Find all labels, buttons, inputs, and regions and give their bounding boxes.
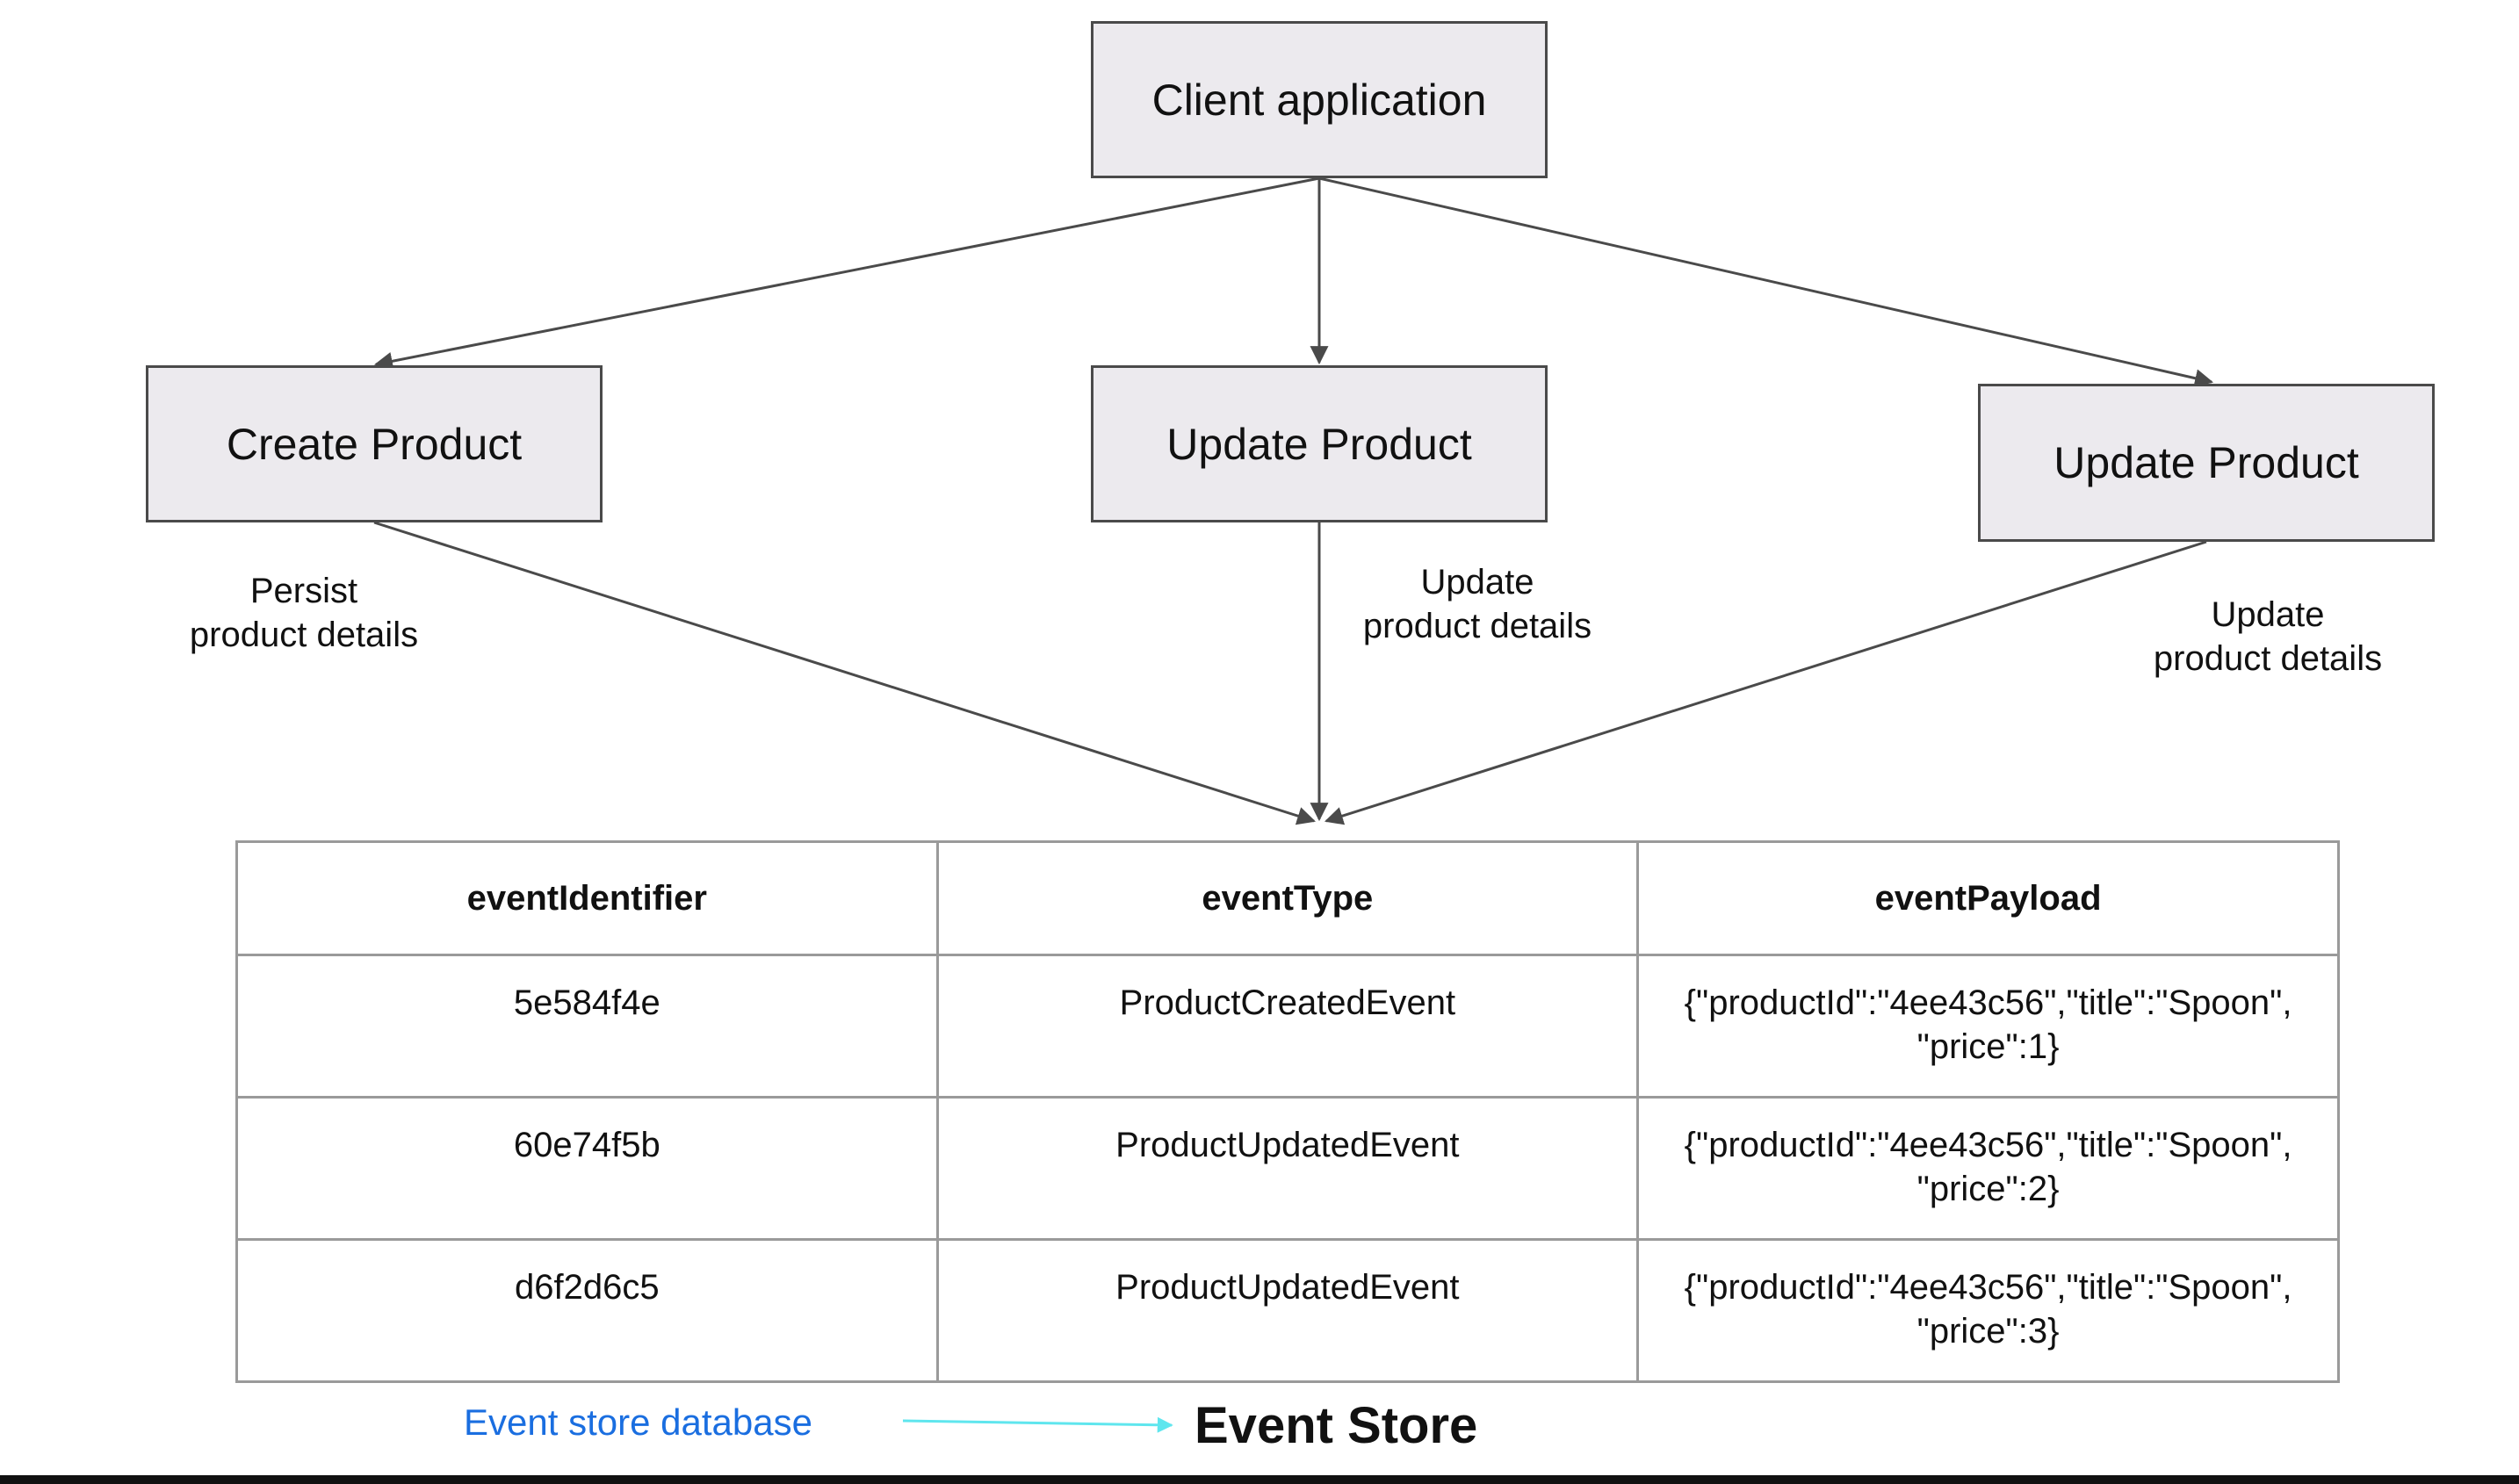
table-row: 60e74f5b ProductUpdatedEvent {"productId… [235, 1096, 2340, 1241]
cell-event-payload: {"productId":"4ee43c56","title":"Spoon",… [1636, 954, 2340, 1099]
payload-line-2: "price":3} [1916, 1312, 2060, 1351]
event-store-table: eventIdentifier eventType eventPayload 5… [235, 840, 2340, 1383]
edge-label-update-2: Update product details [2136, 593, 2400, 681]
cell-event-type: ProductUpdatedEvent [935, 1096, 1640, 1241]
arrow-client-to-update-2 [1318, 176, 2214, 388]
arrow-update-2-to-store [1324, 540, 2207, 825]
cell-event-identifier: 60e74f5b [235, 1096, 939, 1241]
node-client-application-label: Client application [1151, 75, 1487, 125]
table-header-row: eventIdentifier eventType eventPayload [235, 840, 2340, 956]
edge-label-update-1-line-1: Update [1420, 563, 1534, 602]
payload-line-1: {"productId":"4ee43c56","title":"Spoon", [1684, 983, 2292, 1022]
arrow-client-to-create [373, 176, 1320, 371]
edge-label-update-2-line-1: Update [2211, 595, 2325, 634]
payload-line-1: {"productId":"4ee43c56","title":"Spoon", [1684, 1268, 2292, 1307]
edge-label-persist-line-2: product details [189, 616, 419, 654]
node-create-product-label: Create Product [226, 419, 523, 469]
edge-label-update-1: Update product details [1346, 560, 1609, 648]
event-store-title: Event Store [1195, 1397, 1478, 1454]
edge-label-update-1-line-2: product details [1362, 607, 1592, 645]
table-row: d6f2d6c5 ProductUpdatedEvent {"productId… [235, 1238, 2340, 1383]
cell-event-identifier: 5e584f4e [235, 954, 939, 1099]
edge-label-persist: Persist product details [172, 569, 436, 657]
bottom-border-bar [0, 1475, 2519, 1484]
cell-event-payload: {"productId":"4ee43c56","title":"Spoon",… [1636, 1096, 2340, 1241]
node-update-product-1: Update Product [1091, 365, 1548, 522]
table-row: 5e584f4e ProductCreatedEvent {"productId… [235, 954, 2340, 1099]
column-header-event-type: eventType [935, 840, 1640, 956]
column-header-event-payload: eventPayload [1636, 840, 2340, 956]
node-create-product: Create Product [146, 365, 603, 522]
edge-label-update-2-line-2: product details [2153, 639, 2383, 678]
arrow-create-to-store [373, 521, 1317, 825]
node-update-product-2: Update Product [1978, 384, 2435, 542]
event-store-database-label: Event store database [464, 1401, 812, 1443]
arrow-db-label-to-title [902, 1416, 1173, 1433]
payload-line-2: "price":2} [1916, 1170, 2060, 1208]
cell-event-type: ProductUpdatedEvent [935, 1238, 1640, 1383]
cell-event-identifier: d6f2d6c5 [235, 1238, 939, 1383]
cell-event-type: ProductCreatedEvent [935, 954, 1640, 1099]
node-update-product-1-label: Update Product [1166, 419, 1472, 469]
column-header-event-identifier: eventIdentifier [235, 840, 939, 956]
edge-label-persist-line-1: Persist [249, 572, 358, 610]
cell-event-payload: {"productId":"4ee43c56","title":"Spoon",… [1636, 1238, 2340, 1383]
payload-line-2: "price":1} [1916, 1027, 2060, 1066]
node-update-product-2-label: Update Product [2053, 438, 2359, 487]
node-client-application: Client application [1091, 21, 1548, 178]
payload-line-1: {"productId":"4ee43c56","title":"Spoon", [1684, 1126, 2292, 1164]
